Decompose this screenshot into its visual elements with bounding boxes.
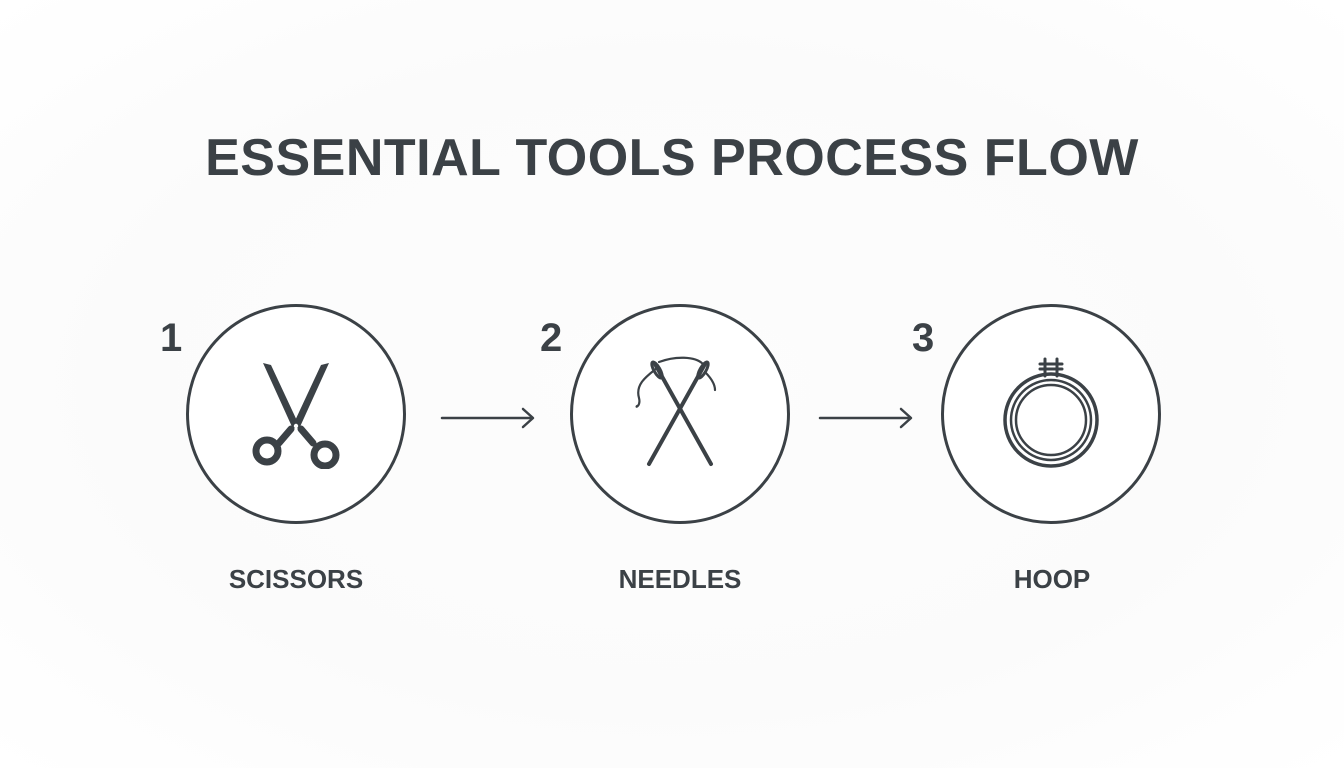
step-3-number: 3 <box>912 316 935 360</box>
step-1-circle <box>186 304 406 524</box>
hoop-icon <box>1003 357 1099 468</box>
step-2-number: 2 <box>540 316 563 360</box>
step-1-number: 1 <box>160 316 183 360</box>
step-2-label: NEEDLES <box>618 564 742 594</box>
diagram-title: ESSENTIAL TOOLS PROCESS FLOW <box>205 129 1139 187</box>
step-1-label: SCISSORS <box>228 564 364 594</box>
arrow-right-icon <box>818 407 913 429</box>
step-3-label: HOOP <box>1013 564 1091 594</box>
step-2-circle <box>570 304 790 524</box>
scissors-icon <box>252 363 340 469</box>
arrow-right-icon <box>440 407 535 429</box>
step-3-circle <box>941 304 1161 524</box>
needles-icon <box>635 356 717 466</box>
